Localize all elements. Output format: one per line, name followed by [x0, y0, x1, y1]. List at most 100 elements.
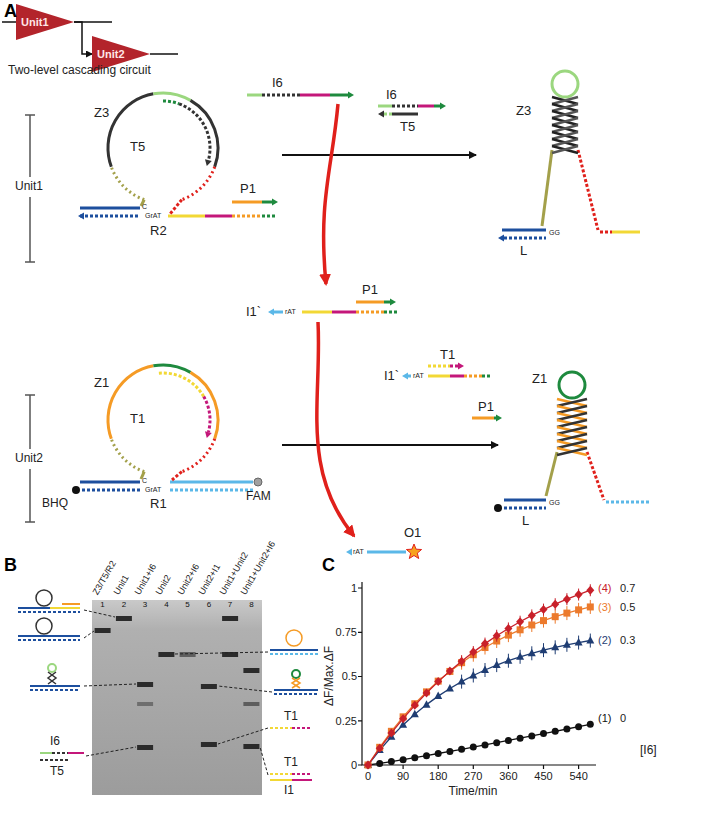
dna-strand — [494, 417, 496, 420]
lane-number: 1 — [100, 601, 104, 610]
strand-name: P1 — [362, 283, 378, 297]
gel-band — [95, 628, 111, 633]
dna-strand — [170, 200, 182, 214]
icon-hairpin — [48, 672, 56, 684]
quencher-dot — [494, 504, 502, 512]
hairpin-arc — [191, 372, 219, 438]
dna-strand — [356, 311, 384, 314]
icon-strand — [274, 693, 318, 695]
data-marker — [528, 649, 536, 657]
helix-stem — [557, 427, 587, 434]
helix-stem — [552, 139, 578, 146]
base-letters: GG — [549, 499, 560, 507]
data-marker — [423, 752, 430, 759]
icon-strand — [40, 759, 68, 761]
strand-name: Z1 — [532, 372, 547, 386]
data-marker — [458, 746, 465, 753]
data-marker — [434, 692, 442, 700]
strand-end-arrow — [78, 213, 84, 220]
leader-line — [175, 652, 268, 654]
strand-name: T1 — [130, 412, 145, 426]
strand-end-arrow — [498, 235, 504, 242]
data-marker — [423, 689, 431, 698]
hairpin-arc — [153, 365, 190, 372]
strand-end-arrow — [348, 92, 354, 99]
gel-band — [201, 742, 217, 747]
dna-strand — [502, 229, 546, 232]
panel-letter: B — [4, 556, 17, 576]
lane-number: 8 — [249, 601, 253, 610]
strand-end-arrow — [205, 431, 212, 438]
data-curve — [368, 590, 590, 765]
lane-number: 6 — [207, 601, 211, 610]
tick-label: 0.5 — [342, 670, 357, 682]
icon-strand — [270, 649, 318, 651]
tick-label: 0.75 — [336, 626, 357, 638]
series-number: (4) — [598, 582, 611, 594]
dna-strand — [587, 452, 604, 500]
panel-letter: C — [322, 556, 335, 576]
data-marker — [364, 761, 372, 770]
unit-bracket-label: Unit2 — [15, 452, 43, 465]
helix-stem — [552, 146, 578, 153]
strand-end-arrow — [272, 199, 278, 206]
dna-strand — [450, 365, 458, 368]
strand-end-arrow — [268, 309, 274, 316]
data-marker — [575, 638, 583, 646]
cascade-connector — [74, 22, 92, 54]
data-marker — [388, 758, 395, 765]
icon-hairpin — [292, 670, 300, 678]
tick-label: 0 — [365, 770, 371, 782]
fluorophore-dot — [254, 478, 262, 486]
helix-stem — [557, 413, 587, 420]
leader-line — [84, 631, 94, 638]
axis-ticks — [368, 765, 579, 769]
reaction-arrow — [282, 444, 498, 446]
helix-stem — [552, 104, 578, 111]
dna-strand — [464, 375, 482, 378]
series-value: 0 — [620, 712, 626, 724]
data-marker — [575, 590, 583, 599]
gel-band — [222, 616, 238, 621]
dna-strand — [367, 551, 406, 554]
chart-axes — [358, 582, 596, 769]
gel-band — [243, 702, 259, 706]
hairpin-arc — [191, 100, 219, 166]
helix-stem — [552, 125, 578, 132]
dna-strand — [504, 507, 546, 510]
strand-name: R2 — [150, 224, 167, 238]
dna-strand — [232, 215, 262, 218]
data-marker — [563, 725, 570, 732]
data-marker — [540, 730, 547, 737]
icon-hairpin — [292, 678, 300, 688]
dna-strand — [578, 150, 598, 230]
data-marker — [493, 631, 501, 640]
data-marker — [586, 636, 594, 644]
strand-end-arrow — [346, 549, 352, 556]
tick-label: 450 — [534, 770, 552, 782]
icon-hairpin — [48, 664, 56, 672]
lane-label: Unit1+Unit2+I6 — [240, 540, 279, 597]
cascade-arrow — [317, 322, 354, 536]
dna-strand — [232, 201, 262, 204]
gel-band — [180, 652, 196, 657]
base-letters: C — [142, 477, 147, 485]
dna-strand — [274, 311, 283, 314]
data-marker — [517, 735, 524, 742]
helix-stem — [552, 118, 578, 125]
leader-line — [260, 747, 268, 775]
data-marker — [551, 600, 559, 609]
series-value: 0.3 — [620, 634, 635, 646]
helix-stem — [557, 406, 587, 413]
dna-strand — [262, 201, 272, 204]
dna-strand — [170, 481, 253, 484]
icon-strand — [52, 752, 68, 754]
data-marker — [563, 640, 571, 648]
dna-strand — [504, 499, 546, 502]
helix-stem — [552, 132, 578, 139]
dna-strand — [332, 311, 356, 314]
data-marker — [504, 624, 512, 633]
strand-end-arrow — [205, 159, 212, 166]
